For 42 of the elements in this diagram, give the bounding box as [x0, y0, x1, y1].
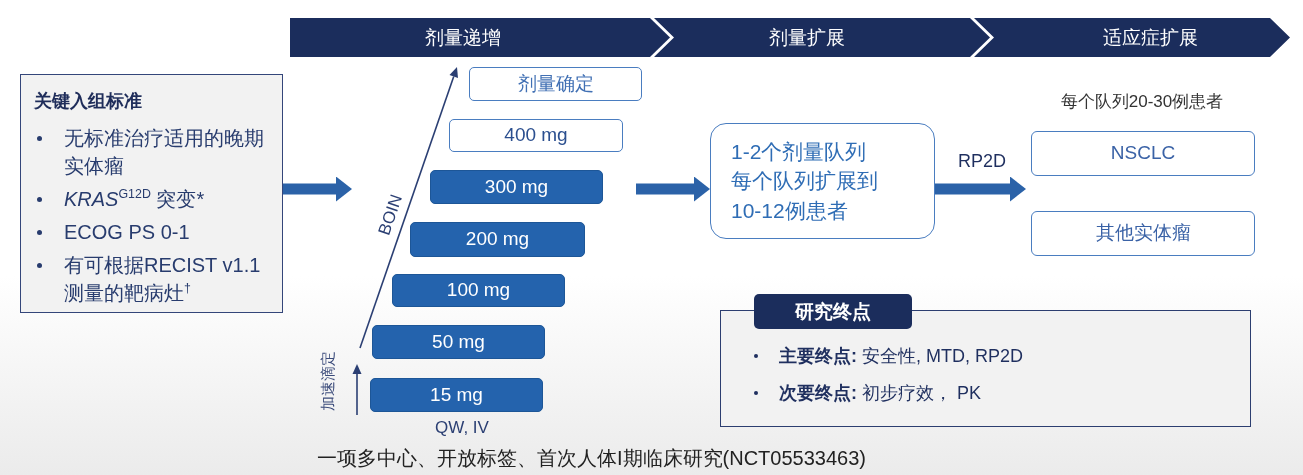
dose-box: [410, 222, 585, 257]
indication-label: 其他实体瘤: [1095, 222, 1191, 245]
dose-label: 15 mg: [430, 383, 483, 407]
panel-header: 研究终点: [754, 294, 912, 329]
dose-box: [430, 170, 603, 204]
dose-label: 400 mg: [504, 124, 568, 147]
criteria-panel: [20, 74, 283, 313]
criteria-heading: 关键入组标准: [34, 90, 142, 113]
endpoint-item: 主要终点: 安全性, MTD, RP2D: [779, 345, 1023, 368]
indication-label: NSCLC: [1110, 142, 1176, 165]
indication-box: [1031, 211, 1255, 256]
arrow-label: 加速滴定: [319, 351, 337, 411]
criteria-item: 有可根据RECIST v1.1测量的靶病灶$^{†}$: [64, 253, 262, 306]
dose-label: 100 mg: [446, 279, 511, 302]
edge-label: RP2D: [958, 151, 1006, 173]
block-arrow: [283, 176, 352, 202]
stage-band: [290, 18, 670, 57]
dose-box: [392, 274, 565, 307]
block-arrow: [935, 176, 1026, 202]
dose-label: 300 mg: [484, 175, 549, 199]
dose-box: [372, 325, 545, 359]
dosing-note: QW, IV: [435, 417, 489, 439]
cohort-text: 1-2个剂量队列每个队列扩展到10-12例患者: [731, 138, 879, 224]
block-arrow: [636, 176, 710, 202]
cohort-box: [710, 123, 935, 239]
criteria-item: 无标准治疗适用的晚期实体瘤: [64, 126, 265, 179]
criteria-item: KRAS$^{G12D}$ 突变*: [64, 186, 206, 212]
stage-title: 剂量扩展: [769, 26, 845, 49]
dose-label: 剂量确定: [517, 72, 594, 96]
caption: 一项多中心、开放标签、首次人体I期临床研究(NCT05533463): [317, 446, 866, 470]
dose-box: [469, 67, 642, 101]
dose-box: [449, 119, 623, 152]
dose-box: [370, 378, 543, 412]
stage-title: 剂量递增: [425, 26, 501, 49]
arrow-label: BOIN: [374, 192, 408, 238]
endpoint-item: 次要终点: 初步疗效， PK: [779, 382, 981, 405]
stage-title: 适应症扩展: [1102, 26, 1198, 49]
dose-label: 200 mg: [465, 228, 530, 251]
criteria-item: ECOG PS 0-1: [64, 220, 191, 245]
indication-box: [1031, 131, 1255, 176]
cohort-size-note: 每个队列20-30例患者: [1060, 91, 1224, 113]
dose-label: 50 mg: [432, 330, 485, 354]
